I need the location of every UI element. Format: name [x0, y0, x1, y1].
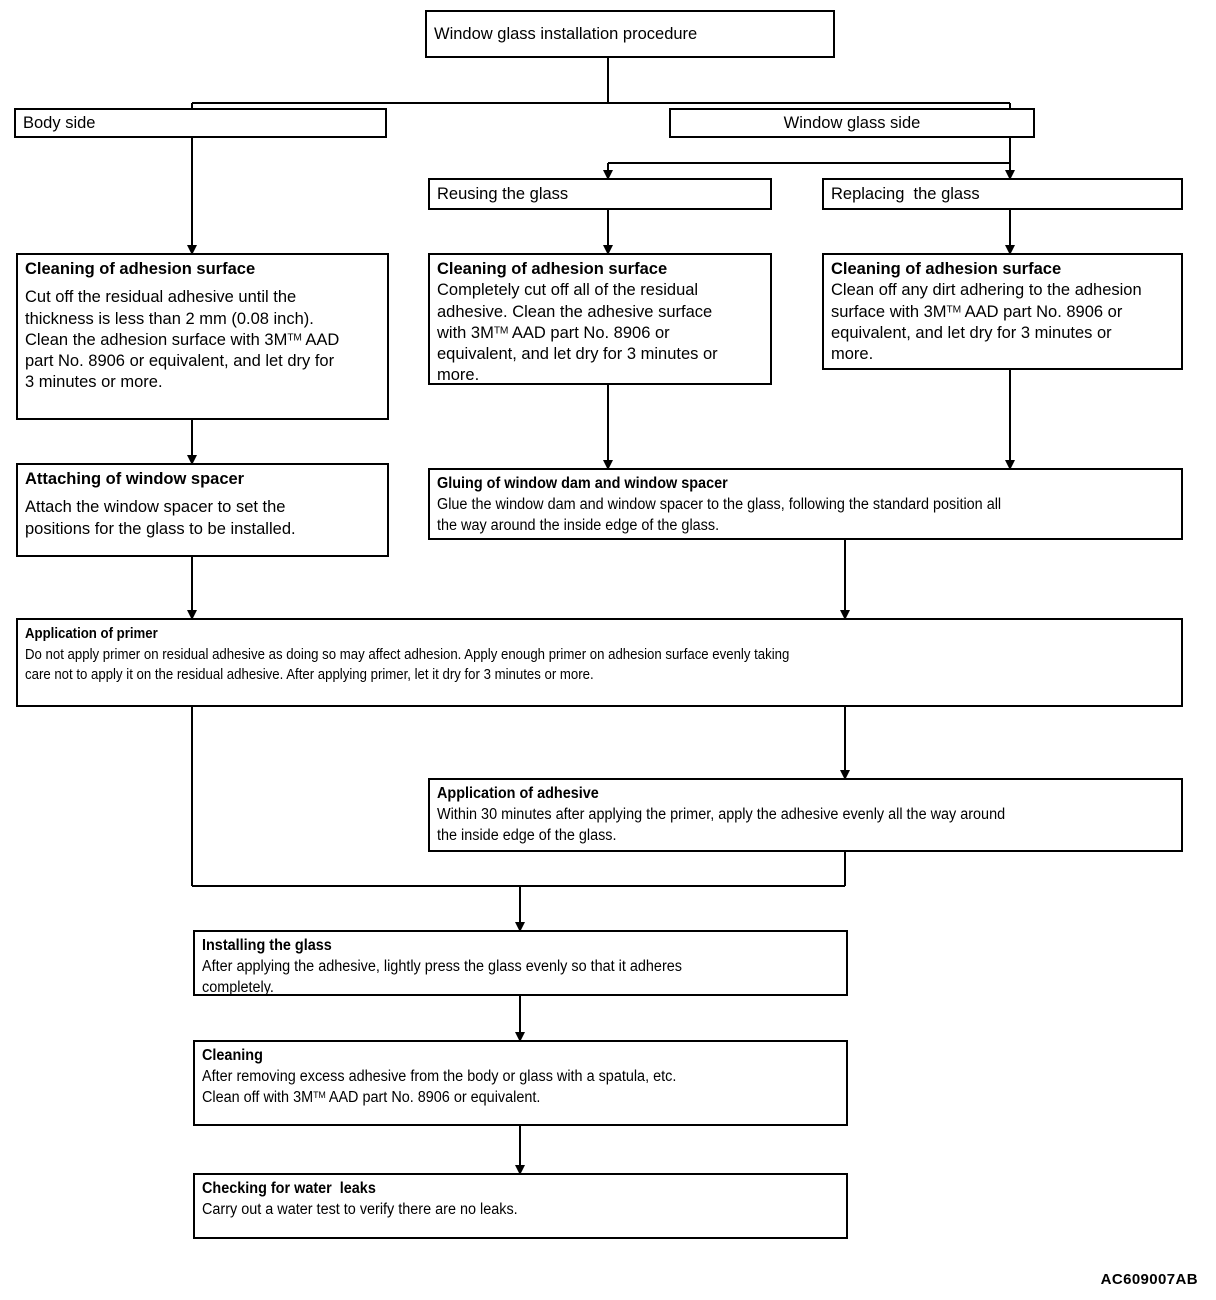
- node-application-of-adhesive: Application of adhesive Within 30 minute…: [428, 778, 1183, 852]
- node-cleaning-reusing-heading: Cleaning of adhesion surface: [437, 260, 668, 278]
- node-gluing-window-dam-heading: Gluing of window dam and window spacer: [437, 475, 728, 492]
- node-gluing-window-dam: Gluing of window dam and window spacer G…: [428, 468, 1183, 540]
- node-gluing-window-dam-body: Glue the window dam and window spacer to…: [437, 495, 1002, 534]
- node-reusing-the-glass-label: Reusing the glass: [437, 185, 569, 204]
- node-application-of-primer: Application of primer Do not apply prime…: [16, 618, 1183, 707]
- node-attaching-window-spacer-body: Attach the window spacer to set the posi…: [25, 498, 296, 538]
- node-installing-the-glass: Installing the glass After applying the …: [193, 930, 848, 996]
- node-application-of-primer-body: Do not apply primer on residual adhesive…: [25, 645, 790, 684]
- node-checking-water-leaks: Checking for water leaks Carry out a wat…: [193, 1173, 848, 1239]
- node-reusing-the-glass: Reusing the glass: [428, 178, 772, 210]
- node-cleaning: Cleaning After removing excess adhesive …: [193, 1040, 848, 1126]
- node-attaching-window-spacer-heading: Attaching of window spacer: [25, 470, 245, 488]
- node-body-side: Body side: [14, 108, 387, 138]
- node-cleaning-reusing: Cleaning of adhesion surface Completely …: [428, 253, 772, 385]
- node-body-side-label: Body side: [23, 114, 96, 133]
- node-application-of-primer-heading: Application of primer: [25, 625, 158, 642]
- node-cleaning-body-side-heading: Cleaning of adhesion surface: [25, 260, 256, 278]
- node-cleaning-body-side-body: Cut off the residual adhesive until the …: [25, 288, 340, 392]
- diagram-code-label: AC609007AB: [1100, 1271, 1198, 1288]
- node-installing-the-glass-body: After applying the adhesive, lightly pre…: [202, 957, 682, 996]
- node-cleaning-reusing-body: Completely cut off all of the residual a…: [437, 281, 718, 385]
- node-application-of-adhesive-heading: Application of adhesive: [437, 785, 599, 802]
- node-replacing-the-glass-label: Replacing the glass: [831, 185, 980, 204]
- node-replacing-the-glass: Replacing the glass: [822, 178, 1183, 210]
- node-cleaning-body-side: Cleaning of adhesion surface Cut off the…: [16, 253, 389, 420]
- node-window-glass-side: Window glass side: [669, 108, 1035, 138]
- node-window-glass-side-label: Window glass side: [783, 114, 921, 133]
- node-checking-water-leaks-heading: Checking for water leaks: [202, 1180, 376, 1197]
- node-cleaning-replacing: Cleaning of adhesion surface Clean off a…: [822, 253, 1183, 370]
- node-cleaning-body: After removing excess adhesive from the …: [202, 1067, 677, 1106]
- node-cleaning-replacing-body: Clean off any dirt adhering to the adhes…: [831, 281, 1142, 364]
- node-cleaning-replacing-heading: Cleaning of adhesion surface: [831, 260, 1062, 278]
- node-title: Window glass installation procedure: [425, 10, 835, 58]
- node-cleaning-heading: Cleaning: [202, 1047, 263, 1064]
- node-installing-the-glass-heading: Installing the glass: [202, 937, 332, 954]
- node-title-label: Window glass installation procedure: [434, 25, 698, 44]
- node-checking-water-leaks-body: Carry out a water test to verify there a…: [202, 1200, 518, 1218]
- node-application-of-adhesive-body: Within 30 minutes after applying the pri…: [437, 805, 1006, 844]
- node-attaching-window-spacer: Attaching of window spacer Attach the wi…: [16, 463, 389, 557]
